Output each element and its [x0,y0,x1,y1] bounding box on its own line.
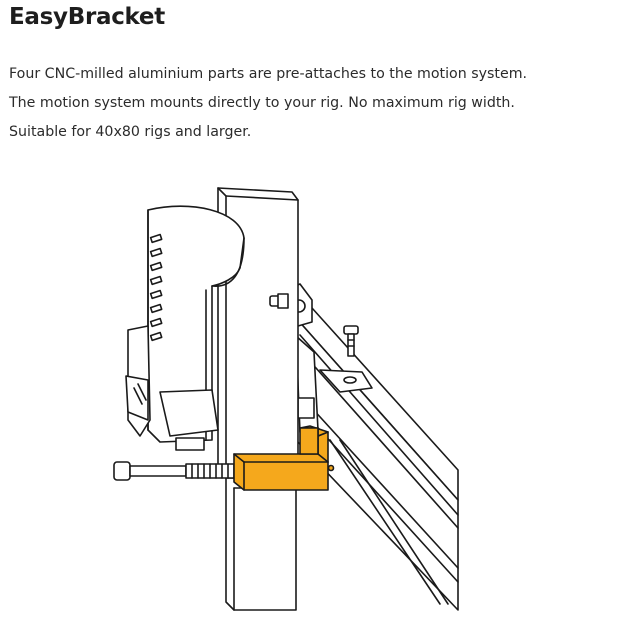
highlighted-bracket [233,425,335,491]
description-line-2: The motion system mounts directly to you… [9,95,515,111]
long-bolt [113,461,235,481]
extrusion-rail [295,307,459,611]
column-bolt [269,293,289,309]
description-line-1: Four CNC-milled aluminium parts are pre-… [9,66,528,82]
product-description: Four CNC-milled aluminium parts are pre-… [9,60,614,147]
description-line-3: Suitable for 40x80 rigs and larger. [9,124,252,140]
plate-screw [343,325,359,357]
gearbox [125,325,219,451]
product-title: EasyBracket [9,4,165,30]
bracket-line-drawing [113,187,459,611]
rail-plate [319,369,373,393]
motor-housing [147,205,245,443]
bracket-illustration [100,175,460,635]
